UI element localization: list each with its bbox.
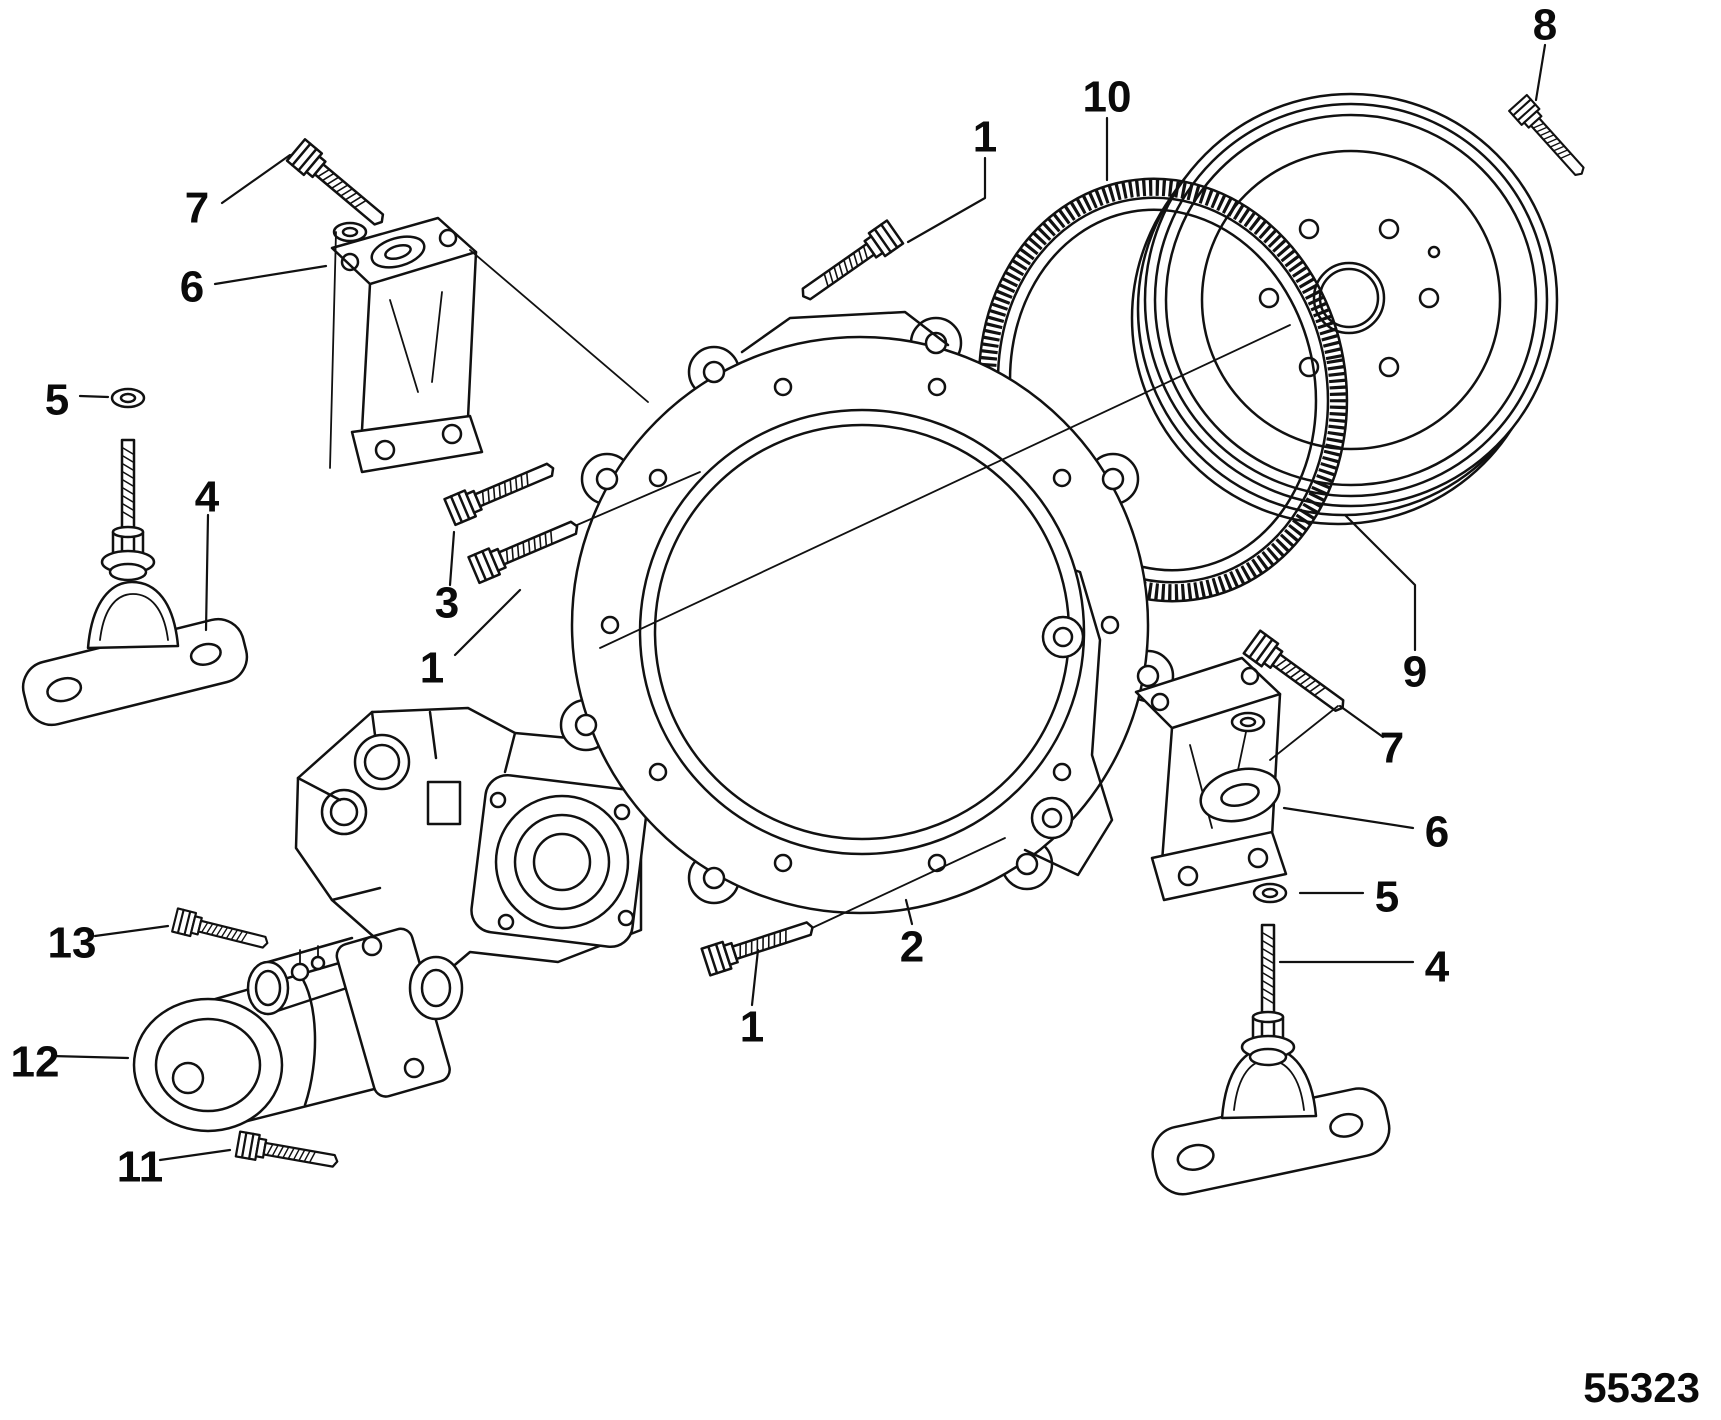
callout-4-right: 4 [1425,943,1450,992]
washer-under-bolt-7-right [1230,711,1266,733]
callout-5-right: 5 [1375,873,1399,922]
engine-block [294,706,648,988]
callout-3: 3 [435,579,459,628]
bolt-3 [443,454,560,527]
callout-7-right: 7 [1380,724,1404,773]
callout-5-left: 5 [45,376,69,425]
mount-bracket-right [1134,656,1288,902]
callout-8: 8 [1533,1,1557,50]
callout-9: 9 [1403,648,1427,697]
callout-7-top-left: 7 [185,184,209,233]
callout-10: 10 [1083,73,1132,122]
callout-1-mid: 1 [420,644,444,693]
bolt-7-left [285,138,393,234]
engine-mount-left [21,438,249,727]
engine-mount-right [1151,923,1391,1196]
callout-1-top: 1 [973,113,997,162]
washer-left [110,387,146,409]
bolt-13 [171,907,272,956]
washer-right [1252,882,1288,904]
callout-1-bottom: 1 [740,1003,764,1052]
washer-under-bolt-7-left [332,221,368,243]
callout-2: 2 [900,923,924,972]
flywheel-housing [559,310,1175,915]
bolt-1-bottom [700,912,819,977]
callout-11: 11 [117,1143,164,1192]
diagram-number: 55323 [1583,1364,1700,1411]
bolt-1-top [793,219,905,309]
bolt-11 [234,1130,341,1176]
bolt-8 [1508,93,1592,183]
callout-leader-lines [50,43,1547,1162]
callout-13: 13 [48,919,97,968]
callout-4-left: 4 [195,473,220,522]
callout-6-left: 6 [180,263,204,312]
mount-bracket-left [330,216,484,474]
starter-motor [132,927,464,1133]
callout-6-right: 6 [1425,808,1449,857]
bolt-1-mid [467,512,584,585]
flywheel [1130,92,1559,526]
assembly-axis-lines [329,231,1339,929]
callout-12: 12 [11,1038,60,1087]
